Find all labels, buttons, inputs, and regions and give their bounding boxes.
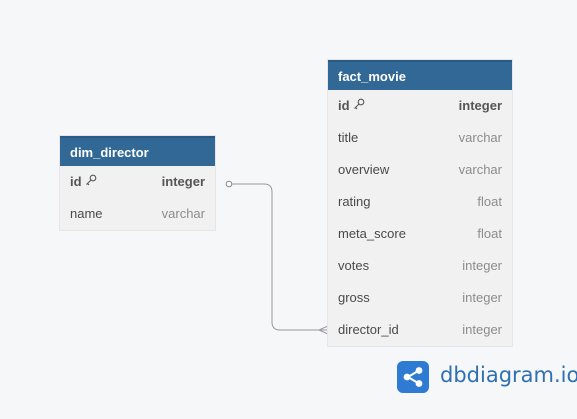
column-type: integer [462,322,502,337]
column-name: votes [338,258,370,273]
column-row-gross[interactable]: gross integer [328,282,512,314]
key-icon [353,90,365,122]
column-row-meta-score[interactable]: meta_score float [328,218,512,250]
column-type: float [477,194,502,209]
column-row-id[interactable]: id integer [328,90,512,122]
many-cardinality-marker [318,325,329,335]
column-name: id [338,90,365,122]
table-header[interactable]: fact_movie [328,60,512,90]
column-type: varchar [161,206,205,221]
column-type: varchar [458,162,502,177]
column-type: float [477,226,502,241]
column-row-overview[interactable]: overview varchar [328,154,512,186]
column-name: rating [338,194,371,209]
table-header[interactable]: dim_director [60,136,215,166]
column-name: overview [338,162,390,177]
column-name: id [70,166,97,198]
column-type: integer [458,98,502,113]
column-row-title[interactable]: title varchar [328,122,512,154]
share-icon [397,361,429,393]
column-type: integer [462,290,502,305]
column-type: integer [161,174,205,189]
column-name: title [338,130,359,145]
column-row-director-id[interactable]: director_id integer [328,314,512,346]
column-name: director_id [338,322,399,337]
column-name: meta_score [338,226,406,241]
key-icon [85,166,97,198]
column-type: integer [462,258,502,273]
column-row-id[interactable]: id integer [60,166,215,198]
column-name: gross [338,290,370,305]
brand-name: dbdiagram.io [440,363,577,387]
one-cardinality-marker [225,180,233,188]
column-name: name [70,206,103,221]
table-fact-movie[interactable]: fact_movie id integer title varchar over… [328,60,512,346]
table-dim-director[interactable]: dim_director id integer name varchar [60,136,215,230]
brand-suffix: .io [553,363,577,387]
column-type: varchar [458,130,502,145]
column-row-votes[interactable]: votes integer [328,250,512,282]
column-row-rating[interactable]: rating float [328,186,512,218]
column-row-name[interactable]: name varchar [60,198,215,230]
